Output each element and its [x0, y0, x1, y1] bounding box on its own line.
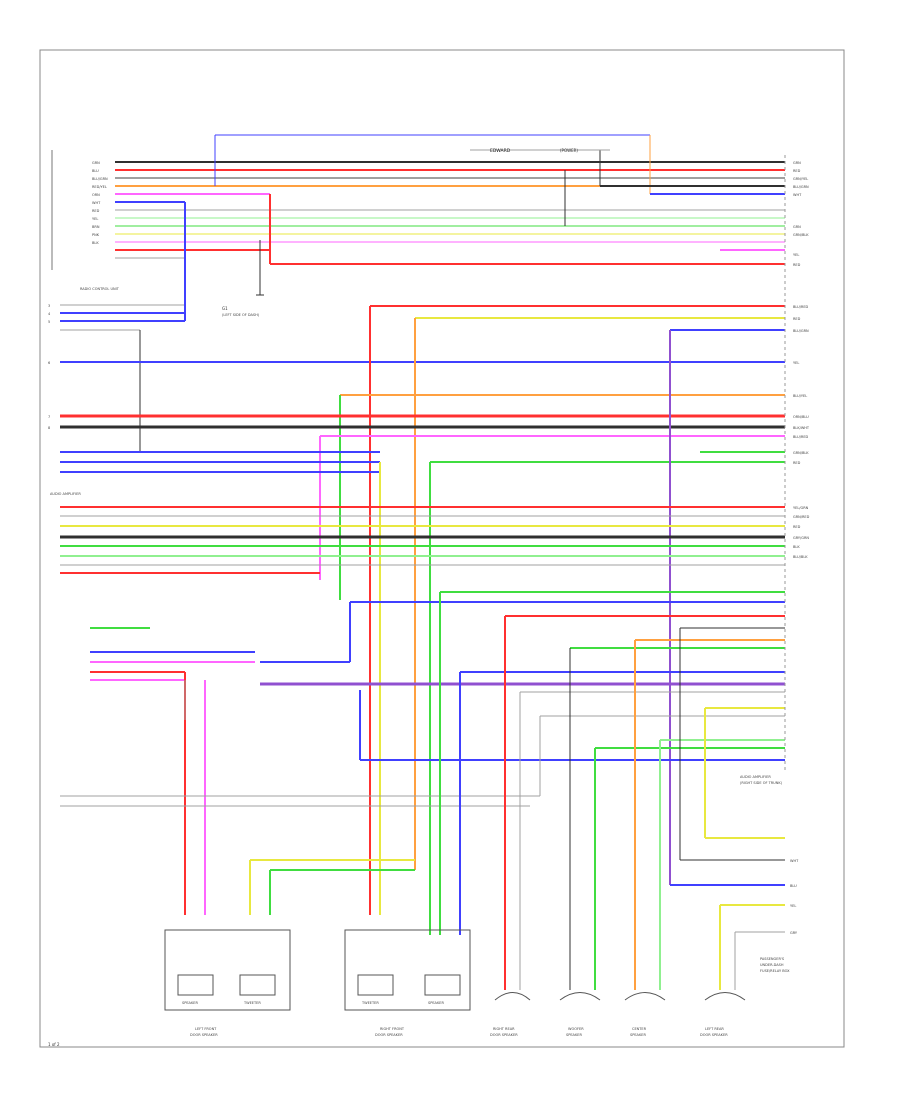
mid-left-labels: 3 4 5 6 7 8 RADIO CONTROL UNIT AUDIO AMP…: [48, 287, 120, 496]
svg-text:BLU/RED: BLU/RED: [793, 305, 809, 309]
top-bus: [115, 134, 785, 295]
svg-text:BLU/GRN: BLU/GRN: [793, 329, 809, 333]
svg-text:BLU: BLU: [92, 169, 99, 173]
svg-text:RED: RED: [793, 525, 801, 529]
svg-text:WHT: WHT: [92, 201, 101, 205]
left-top-labels: GRN BLU BLU/GRN RED/YEL ORN WHT RED YEL …: [92, 161, 108, 245]
svg-text:LEFT REAR: LEFT REAR: [705, 1027, 724, 1031]
svg-text:5: 5: [48, 320, 50, 324]
svg-text:BLU/GRN: BLU/GRN: [92, 177, 108, 181]
svg-text:TWEETER: TWEETER: [243, 1001, 261, 1005]
svg-text:DOOR SPEAKER: DOOR SPEAKER: [490, 1033, 518, 1037]
svg-text:ORN: ORN: [92, 193, 100, 197]
svg-text:RIGHT REAR: RIGHT REAR: [493, 1027, 515, 1031]
svg-text:GRY/GRN: GRY/GRN: [793, 536, 809, 540]
svg-text:PASSENGER'S: PASSENGER'S: [760, 957, 785, 961]
svg-text:CENTER: CENTER: [632, 1027, 647, 1031]
svg-text:SPEAKER: SPEAKER: [182, 1001, 198, 1005]
svg-text:GRN: GRN: [793, 225, 801, 229]
svg-text:BLK: BLK: [793, 545, 800, 549]
svg-text:RIGHT FRONT: RIGHT FRONT: [380, 1027, 405, 1031]
svg-text:4: 4: [48, 312, 51, 316]
svg-text:FUSE/RELAY BOX: FUSE/RELAY BOX: [760, 969, 790, 973]
svg-text:AUDIO AMPLIFIER: AUDIO AMPLIFIER: [740, 775, 771, 779]
rf-door-speaker: TWEETER SPEAKER RIGHT FRONT DOOR SPEAKER: [344, 929, 471, 1037]
svg-text:YEL/GRN: YEL/GRN: [793, 506, 809, 510]
svg-text:(RIGHT SIDE OF TRUNK): (RIGHT SIDE OF TRUNK): [740, 781, 783, 785]
svg-text:BLU/YEL: BLU/YEL: [793, 394, 807, 398]
svg-text:GRN: GRN: [92, 161, 100, 165]
svg-text:WOOFER: WOOFER: [568, 1027, 584, 1031]
lower-bus: [60, 506, 785, 574]
diagram-frame: [39, 49, 845, 1048]
svg-text:RED: RED: [793, 169, 801, 173]
svg-text:AUDIO AMPLIFIER: AUDIO AMPLIFIER: [50, 492, 81, 496]
svg-text:BLK/WHT: BLK/WHT: [793, 426, 810, 430]
svg-text:GRN/BLK: GRN/BLK: [793, 233, 809, 237]
svg-text:GRN/YEL: GRN/YEL: [793, 177, 808, 181]
svg-text:GRY: GRY: [790, 931, 798, 935]
svg-text:BLU/RED: BLU/RED: [793, 435, 809, 439]
svg-text:RADIO CONTROL UNIT: RADIO CONTROL UNIT: [80, 287, 120, 291]
svg-text:RED: RED: [793, 263, 801, 267]
svg-text:PNK: PNK: [92, 233, 100, 237]
svg-text:BLU/BLK: BLU/BLK: [793, 555, 808, 559]
svg-text:BLU/GRN: BLU/GRN: [793, 185, 809, 189]
center-speaker: CENTER SPEAKER: [624, 992, 666, 1037]
svg-text:6: 6: [48, 361, 50, 365]
svg-text:SPEAKER: SPEAKER: [428, 1001, 444, 1005]
svg-text:TWEETER: TWEETER: [361, 1001, 379, 1005]
mid-bus: [60, 202, 785, 935]
svg-text:SPEAKER: SPEAKER: [566, 1033, 582, 1037]
ground-sub: (LEFT SIDE OF DASH): [222, 313, 260, 317]
svg-text:LEFT FRONT: LEFT FRONT: [195, 1027, 217, 1031]
svg-text:RED: RED: [793, 317, 801, 321]
svg-text:YEL: YEL: [92, 217, 98, 221]
svg-text:BLK: BLK: [92, 241, 99, 245]
lower-left-bus: [60, 591, 785, 990]
svg-text:WHT: WHT: [790, 859, 799, 863]
svg-text:RED: RED: [92, 209, 100, 213]
svg-text:DOOR SPEAKER: DOOR SPEAKER: [190, 1033, 218, 1037]
svg-text:GRN/BLK: GRN/BLK: [793, 451, 809, 455]
page-label: 1 of 2: [48, 1042, 60, 1047]
svg-text:8: 8: [48, 426, 50, 430]
svg-text:UNDER-DASH: UNDER-DASH: [760, 963, 784, 967]
top-splice-label-2: (POWER): [560, 148, 578, 153]
ground-label: G1: [222, 306, 228, 311]
lr-speaker: LEFT REAR DOOR SPEAKER: [700, 992, 746, 1037]
svg-text:BLU: BLU: [790, 884, 797, 888]
svg-text:YEL: YEL: [793, 361, 799, 365]
svg-text:BRN: BRN: [92, 225, 100, 229]
lf-door-speaker: SPEAKER TWEETER LEFT FRONT DOOR SPEAKER: [164, 929, 291, 1037]
woofer-speaker: WOOFER SPEAKER: [559, 992, 601, 1037]
svg-text:DOOR SPEAKER: DOOR SPEAKER: [700, 1033, 728, 1037]
svg-text:RED: RED: [793, 461, 801, 465]
svg-text:RED/YEL: RED/YEL: [92, 185, 107, 189]
svg-text:7: 7: [48, 415, 50, 419]
svg-text:ORN/BLU: ORN/BLU: [793, 415, 809, 419]
svg-text:WHT: WHT: [793, 193, 802, 197]
svg-text:DOOR SPEAKER: DOOR SPEAKER: [375, 1033, 403, 1037]
svg-text:SPEAKER: SPEAKER: [630, 1033, 646, 1037]
svg-text:YEL: YEL: [790, 904, 796, 908]
rr-speaker: RIGHT REAR DOOR SPEAKER: [490, 992, 531, 1037]
top-splice-label: EDWARD: [490, 148, 511, 154]
svg-text:3: 3: [48, 304, 50, 308]
right-labels: GRN RED GRN/YEL BLU/GRN WHT GRN GRN/BLK …: [740, 161, 810, 973]
svg-text:GRN/RED: GRN/RED: [793, 515, 810, 519]
svg-text:YEL: YEL: [793, 253, 799, 257]
svg-text:GRN: GRN: [793, 161, 801, 165]
